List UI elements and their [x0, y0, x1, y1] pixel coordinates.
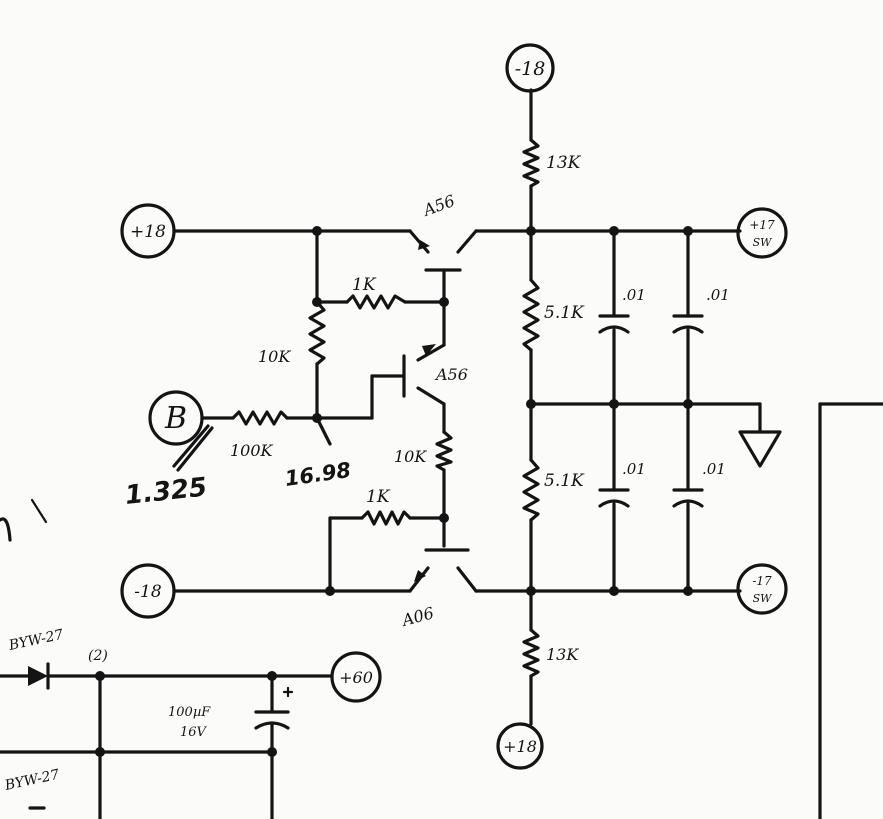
d2-label: BYW-27 — [3, 767, 61, 794]
r-1k-upper-label: 1K — [352, 275, 377, 295]
terminal-top-neg18-label: -18 — [515, 58, 546, 80]
terminal-out-pos17-label: +17 — [749, 218, 775, 232]
r-div-lower-label: 5.1K — [544, 471, 585, 491]
resistor-r1k-lower — [360, 510, 412, 526]
d1-label: BYW-27 — [7, 627, 65, 654]
q-upper-label: A56 — [419, 191, 457, 220]
resistor-r100k — [231, 410, 289, 426]
transistor-lower — [414, 548, 470, 582]
diode-d1 — [28, 662, 50, 690]
transistor-mid — [402, 344, 436, 398]
resistor-r51k-upper — [522, 278, 540, 352]
ground-icon — [738, 430, 782, 468]
voltage-node-annotation: 16.98 — [283, 458, 352, 491]
resistor-r1k-upper — [345, 294, 407, 310]
terminal-left-pos18-label: +18 — [130, 222, 166, 242]
resistor-r10k-left — [308, 300, 326, 366]
junction-dots — [95, 226, 693, 757]
terminal-plus60-label: +60 — [339, 668, 373, 687]
voltage-b-annotation: 1.325 — [124, 473, 209, 511]
q-mid-label: A56 — [434, 365, 468, 384]
terminal-bottom-pos18-label: +18 — [503, 737, 537, 756]
q-lower-label: A06 — [398, 603, 436, 630]
terminal-left-neg18-label: -18 — [134, 582, 162, 602]
resistor-r13k-bottom — [522, 628, 540, 678]
r-10k-mid-label: 10K — [394, 447, 427, 466]
c1-label: .01 — [622, 286, 646, 304]
terminal-input-b-label: B — [164, 401, 187, 436]
terminal-out-neg17-sw-label: SW — [753, 592, 774, 605]
terminal-out-neg17-label: -17 — [752, 574, 772, 588]
resistor-zigzags — [231, 138, 540, 678]
terminal-out-pos17-sw-label: SW — [753, 236, 774, 249]
capacitors — [254, 314, 704, 730]
resistor-r10k-mid — [435, 430, 453, 472]
terminals — [120, 43, 788, 770]
wiring — [0, 88, 883, 819]
c4-label: .01 — [702, 460, 726, 478]
c-bulk-value-label: 100µF — [168, 705, 211, 720]
r-div-upper-label: 5.1K — [544, 303, 585, 323]
r-100k-label: 100K — [230, 441, 274, 460]
transistor-upper — [418, 240, 462, 272]
r-top-13k-label: 13K — [546, 153, 582, 173]
r-bottom-13k-label: 13K — [546, 645, 579, 664]
resistor-r13k-top — [522, 138, 540, 188]
resistor-r51k-lower — [522, 458, 540, 522]
d1-note-label: (2) — [88, 648, 108, 664]
c3-label: .01 — [622, 460, 646, 478]
c2-label: .01 — [706, 286, 730, 304]
annotation-strokes — [0, 418, 332, 542]
r-1k-lower-label: 1K — [366, 487, 391, 507]
c-bulk-voltage-label: 16V — [180, 725, 208, 740]
r-10k-left-label: 10K — [258, 347, 291, 366]
